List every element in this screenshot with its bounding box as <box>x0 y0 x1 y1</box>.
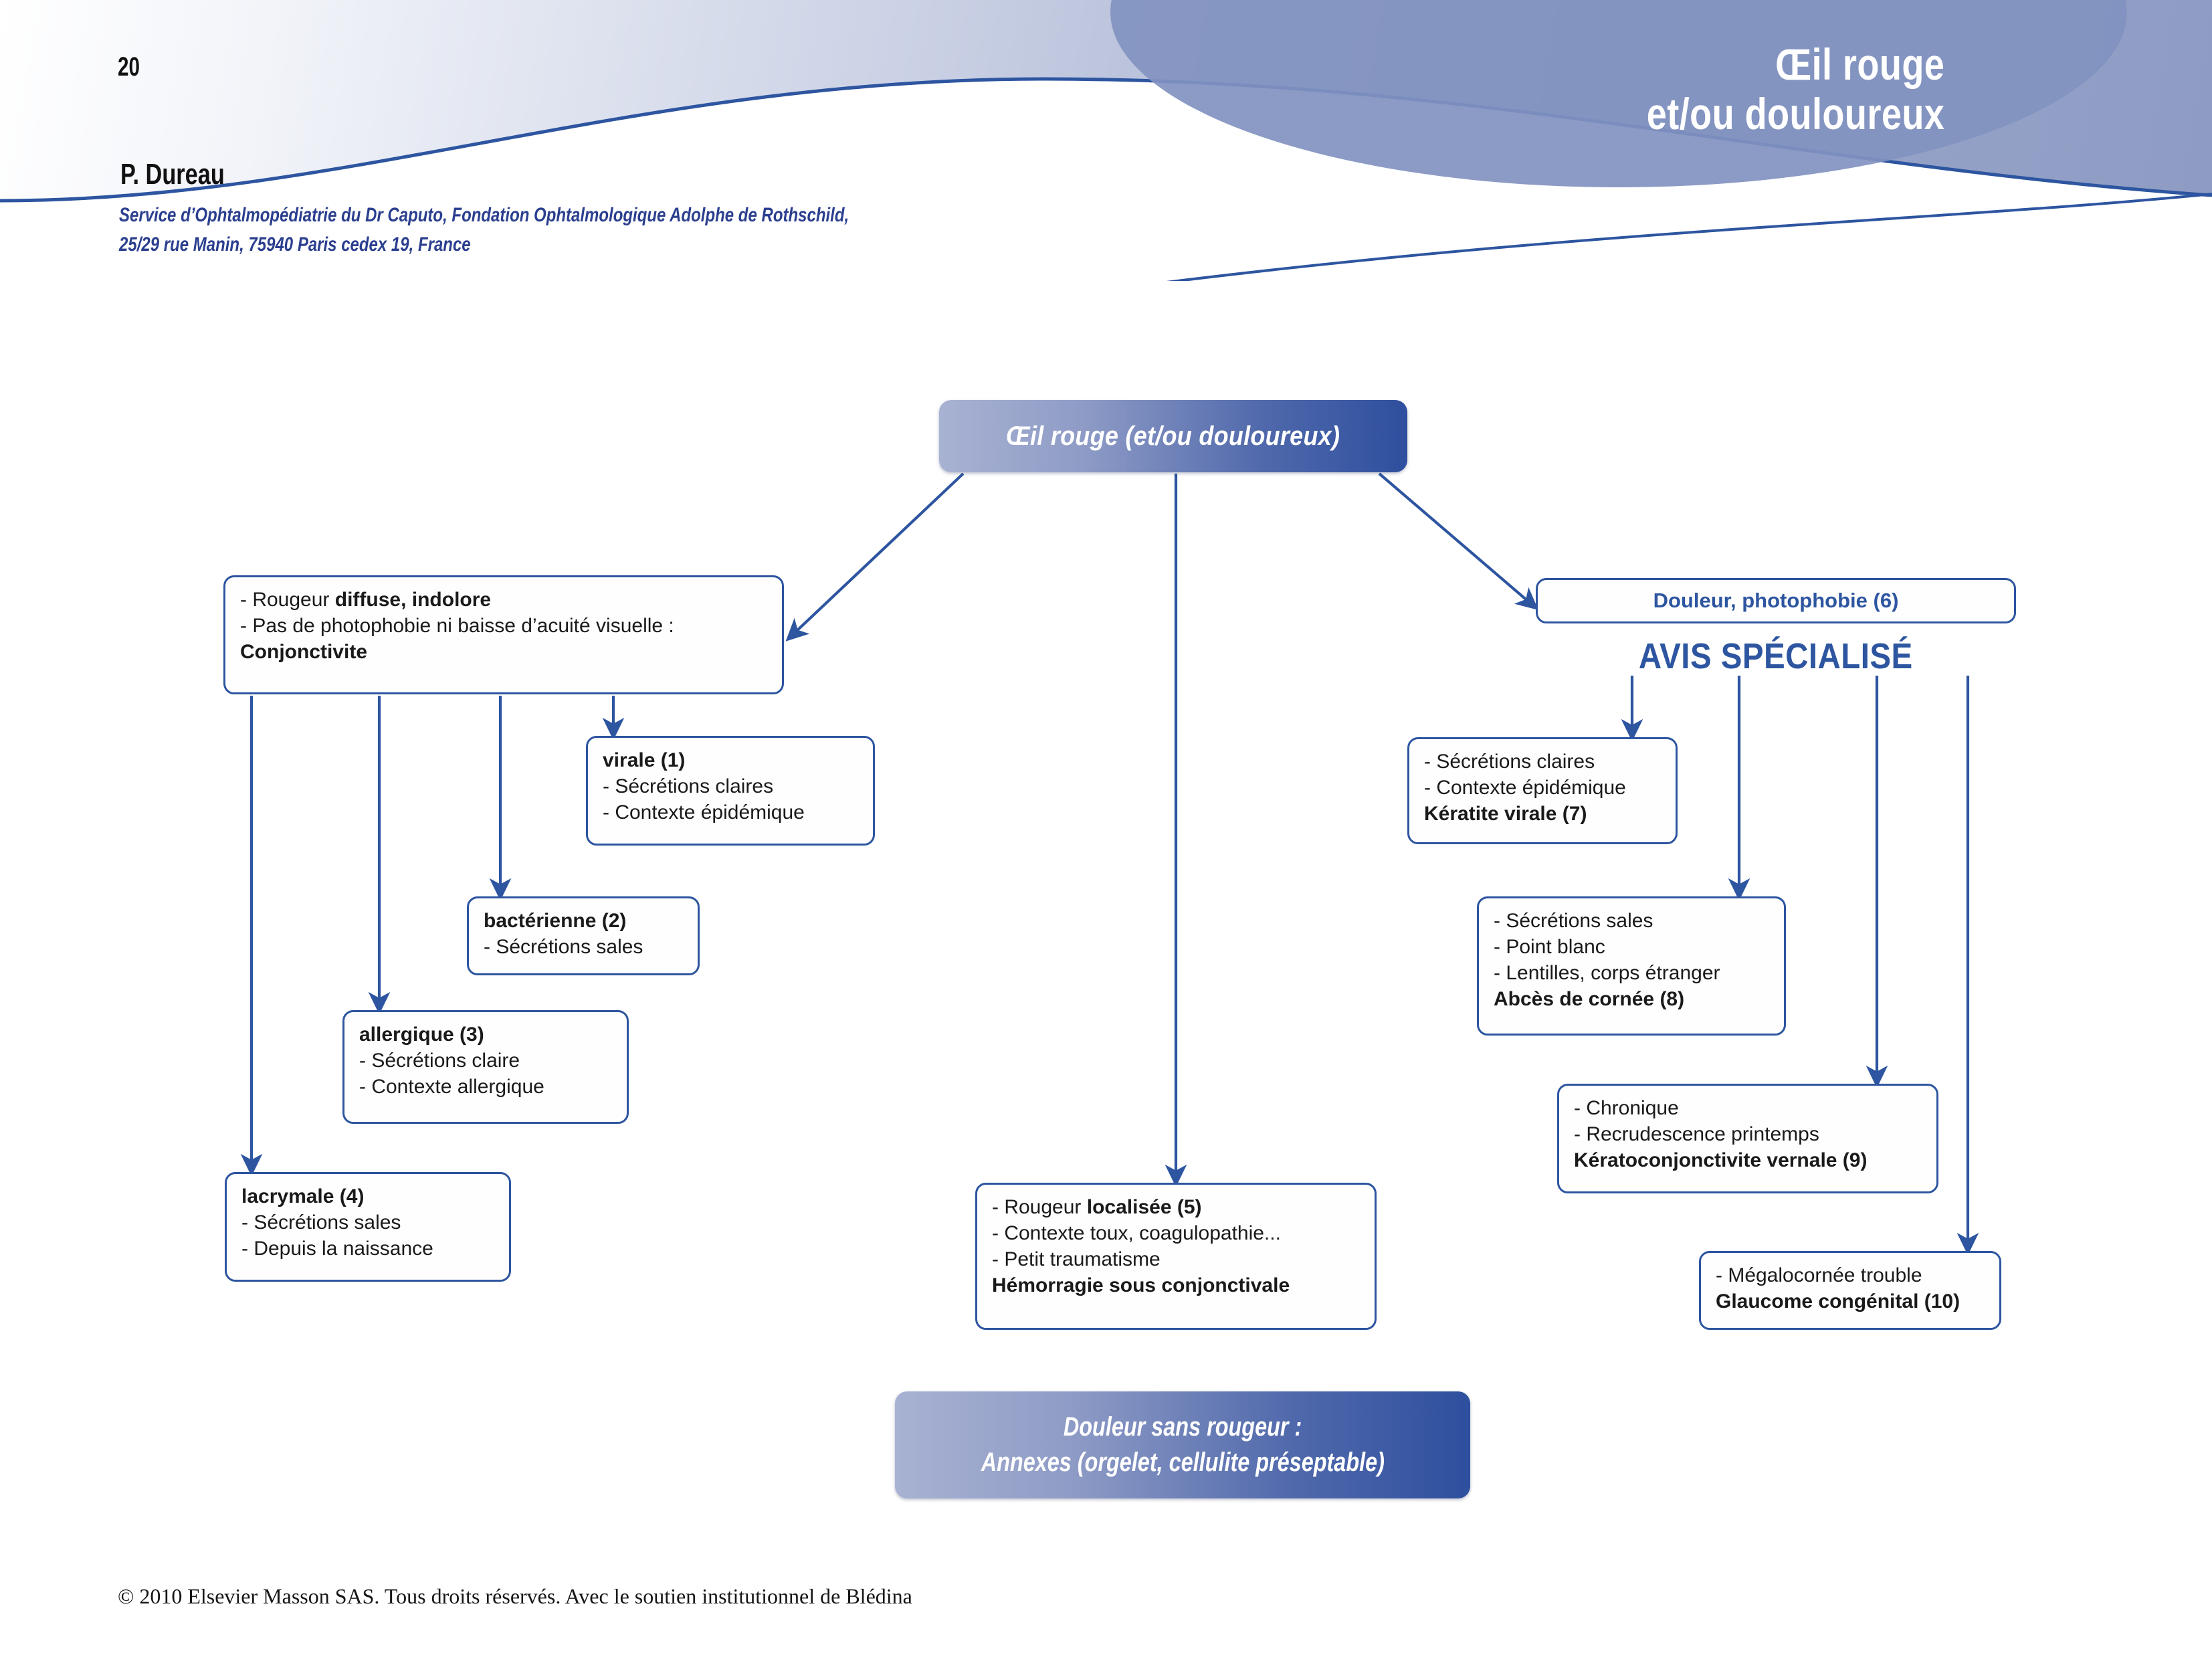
avis-specialise-label: AVIS SPÉCIALISÉ <box>1536 636 2016 677</box>
avis-specialise-text: AVIS SPÉCIALISÉ <box>1639 636 1913 676</box>
node-virale[interactable]: virale (1) - Sécrétions claires - Contex… <box>586 736 875 846</box>
node-hemorragie-line3: - Petit traumatisme <box>992 1248 1161 1270</box>
node-douleur-sans-rougeur-text: Douleur sans rougeur : Annexes (orgelet,… <box>959 1409 1407 1480</box>
header-wave-graphic <box>0 0 2212 281</box>
node-hemorragie-line1-bold: localisée (5) <box>1086 1196 1202 1218</box>
page-number: 20 <box>118 52 140 82</box>
document-title: Œil rouge et/ou douloureux <box>1646 39 1944 139</box>
node-bacterienne-line1: - Sécrétions sales <box>484 936 643 958</box>
affiliation-line-2: 25/29 rue Manin, 75940 Paris cedex 19, F… <box>119 233 471 256</box>
node-virale-title: virale (1) <box>603 749 686 771</box>
node-hemorragie[interactable]: - Rougeur localisée (5) - Contexte toux,… <box>975 1183 1377 1330</box>
node-douleur-photophobie-label: Douleur, photophobie (6) <box>1653 588 1899 612</box>
node-keratite-virale[interactable]: - Sécrétions claires - Contexte épidémiq… <box>1407 737 1678 844</box>
node-abces-cornee-line2: - Point blanc <box>1494 936 1605 958</box>
affiliation-line-1: Service d’Ophtalmopédiatrie du Dr Caputo… <box>119 204 849 226</box>
node-conjonctivite[interactable]: - Rougeur diffuse, indolore - Pas de pho… <box>223 575 784 694</box>
node-allergique-line1: - Sécrétions claire <box>359 1050 520 1072</box>
node-abces-cornee-line3: - Lentilles, corps étranger <box>1494 962 1720 984</box>
node-allergique[interactable]: allergique (3) - Sécrétions claire - Con… <box>342 1010 629 1124</box>
node-bacterienne[interactable]: bactérienne (2) - Sécrétions sales <box>467 896 700 975</box>
node-conjonctivite-line1-bold: diffuse, indolore <box>334 589 492 611</box>
document-title-line1: Œil rouge <box>1775 39 1944 89</box>
node-keratite-virale-line1: - Sécrétions claires <box>1424 751 1595 773</box>
connector-root-to-conjonctivite <box>785 472 965 642</box>
banner-line-2: Annexes (orgelet, cellulite préseptable) <box>981 1448 1385 1477</box>
node-glaucome-congenital-line1: - Mégalocornée trouble <box>1716 1264 1922 1286</box>
node-virale-line1: - Sécrétions claires <box>603 775 774 797</box>
node-virale-line2: - Contexte épidémique <box>603 801 805 823</box>
node-lacrymale-line1: - Sécrétions sales <box>241 1211 401 1234</box>
node-keratite-virale-line2: - Contexte épidémique <box>1424 777 1626 799</box>
node-lacrymale[interactable]: lacrymale (4) - Sécrétions sales - Depui… <box>225 1172 511 1282</box>
node-douleur-photophobie[interactable]: Douleur, photophobie (6) <box>1536 578 2016 623</box>
node-allergique-line2: - Contexte allergique <box>359 1076 544 1098</box>
node-keratoconjonctivite-vernale-line2: - Recrudescence printemps <box>1574 1123 1819 1145</box>
node-hemorragie-line1-prefix: - Rougeur <box>992 1196 1087 1218</box>
node-abces-cornee-line1: - Sécrétions sales <box>1494 910 1653 932</box>
connector-root-to-douleur <box>1378 472 1539 611</box>
node-abces-cornee[interactable]: - Sécrétions sales - Point blanc - Lenti… <box>1477 896 1786 1036</box>
node-root-label: Œil rouge (et/ou douloureux) <box>1006 421 1340 451</box>
node-keratoconjonctivite-vernale-diagnosis: Kératoconjonctivite vernale (9) <box>1574 1149 1868 1171</box>
node-keratite-virale-diagnosis: Kératite virale (7) <box>1424 803 1587 825</box>
node-glaucome-congenital-diagnosis: Glaucome congénital (10) <box>1716 1290 1960 1312</box>
node-abces-cornee-diagnosis: Abcès de cornée (8) <box>1494 988 1685 1010</box>
header-decoration <box>0 0 2212 281</box>
node-keratoconjonctivite-vernale-line1: - Chronique <box>1574 1097 1679 1119</box>
author-name: P. Dureau <box>120 158 225 191</box>
document-title-line2: et/ou douloureux <box>1646 88 1944 138</box>
node-hemorragie-line1: - Rougeur localisée (5) <box>992 1194 1360 1220</box>
author-affiliation: Service d’Ophtalmopédiatrie du Dr Caputo… <box>119 201 849 260</box>
node-conjonctivite-line1-prefix: - Rougeur <box>240 589 335 611</box>
node-conjonctivite-diagnosis: Conjonctivite <box>240 641 368 663</box>
node-keratoconjonctivite-vernale[interactable]: - Chronique - Recrudescence printemps Ké… <box>1557 1084 1938 1193</box>
node-bacterienne-title: bactérienne (2) <box>484 910 627 932</box>
node-conjonctivite-line2: - Pas de photophobie ni baisse d’acuité … <box>240 615 674 637</box>
node-glaucome-congenital[interactable]: - Mégalocornée trouble Glaucome congénit… <box>1699 1251 2001 1330</box>
node-lacrymale-title: lacrymale (4) <box>241 1185 365 1207</box>
node-hemorragie-line2: - Contexte toux, coagulopathie... <box>992 1222 1281 1244</box>
footer-copyright: © 2010 Elsevier Masson SAS. Tous droits … <box>118 1584 912 1608</box>
node-root[interactable]: Œil rouge (et/ou douloureux) <box>939 400 1407 472</box>
node-allergique-title: allergique (3) <box>359 1023 484 1046</box>
node-hemorragie-diagnosis: Hémorragie sous conjonctivale <box>992 1274 1290 1296</box>
node-conjonctivite-line1: - Rougeur diffuse, indolore <box>240 587 767 613</box>
node-douleur-sans-rougeur[interactable]: Douleur sans rougeur : Annexes (orgelet,… <box>895 1391 1470 1498</box>
node-lacrymale-line2: - Depuis la naissance <box>241 1238 433 1260</box>
banner-line-1: Douleur sans rougeur : <box>1063 1411 1302 1442</box>
